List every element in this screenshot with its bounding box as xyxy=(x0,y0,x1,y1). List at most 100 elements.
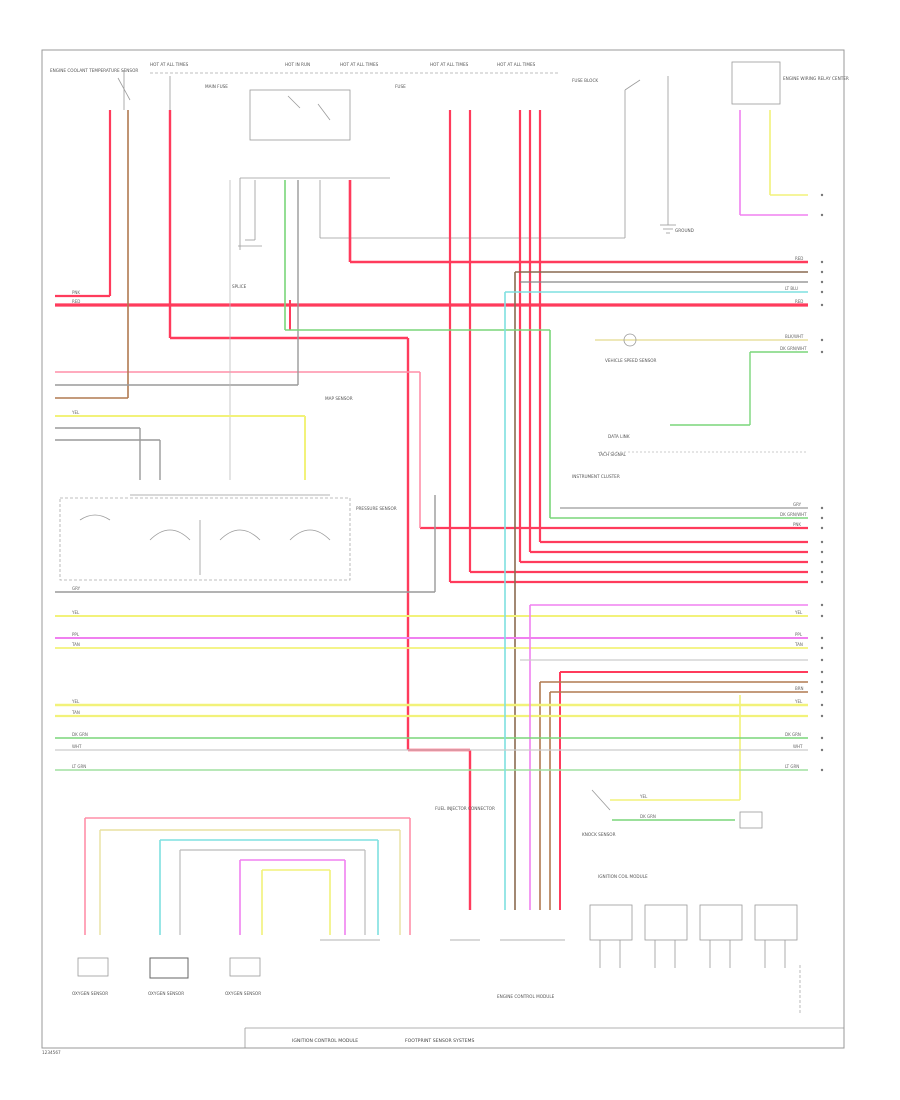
wire-label: WHT xyxy=(793,744,803,749)
wire-label: GRY xyxy=(793,502,802,507)
terminal-dot xyxy=(820,526,824,530)
terminal-dot xyxy=(820,646,824,650)
terminal-dot xyxy=(820,280,824,284)
wire-label: YEL xyxy=(639,794,648,799)
terminal-dot xyxy=(820,338,824,342)
wire-label: PPL xyxy=(795,632,803,637)
terminal-dot xyxy=(820,350,824,354)
component-label: HOT AT ALL TIMES xyxy=(497,62,536,67)
wire-label: YEL xyxy=(794,610,803,615)
wire-label: TAN xyxy=(794,642,803,647)
relay-module-block: PRESSURE SENSOR MAP SENSOR xyxy=(59,396,397,581)
wire-label: YEL xyxy=(71,410,80,415)
component-label: FUSE BLOCK xyxy=(572,78,598,83)
terminal-dot xyxy=(820,540,824,544)
terminal-dot xyxy=(820,570,824,574)
component-label: HOT AT ALL TIMES xyxy=(430,62,469,67)
terminal-dot xyxy=(820,290,824,294)
wire-label: BLK/WHT xyxy=(785,334,804,339)
terminal-dot xyxy=(820,506,824,510)
component-label: FUSE xyxy=(395,84,406,89)
instrument-cluster: VEHICLE SPEED SENSOR DATA LINK TACH SIGN… xyxy=(572,333,657,479)
ecm-connectors: ENGINE CONTROL MODULE FUEL INJECTOR CONN… xyxy=(320,806,565,999)
wire-label: WHT xyxy=(72,744,82,749)
diagram-frame xyxy=(41,49,845,1049)
wire-harness xyxy=(55,110,808,935)
component-label: INSTRUMENT CLUSTER xyxy=(572,474,620,479)
wire-label: RED xyxy=(72,299,80,304)
ignition-coil-modules: IGNITION COIL MODULE xyxy=(589,874,801,1015)
wire-label: PNK xyxy=(72,290,80,295)
wire-label: LT GRN xyxy=(785,764,799,769)
terminal-dot xyxy=(820,670,824,674)
component-label: HOT AT ALL TIMES xyxy=(340,62,379,67)
component-label: ENGINE COOLANT TEMPERATURE SENSOR xyxy=(50,68,138,73)
wire-label: DK GRN xyxy=(785,732,801,737)
wire-label: DK GRN xyxy=(640,814,656,819)
terminal-dot xyxy=(820,213,824,217)
wire-label: TAN xyxy=(71,710,80,715)
component-label: MAIN FUSE xyxy=(205,84,228,89)
component-label: FUEL INJECTOR CONNECTOR xyxy=(435,806,495,811)
wire-label: YEL xyxy=(71,610,80,615)
caption-right: FOOTPRINT SENSOR SYSTEMS xyxy=(405,1038,474,1044)
top-components xyxy=(117,61,781,250)
wire-label: LT BLU xyxy=(785,286,798,291)
wire-label: PPL xyxy=(72,632,80,637)
terminal-dot xyxy=(820,580,824,584)
terminal-dot xyxy=(820,260,824,264)
wire-label: TAN xyxy=(71,642,80,647)
wire-label: PNK xyxy=(793,522,801,527)
component-label: KNOCK SENSOR xyxy=(582,832,616,837)
terminal-dot xyxy=(820,703,824,707)
component-label: TACH SIGNAL xyxy=(597,452,627,457)
terminal-dot xyxy=(820,768,824,772)
component-label: PRESSURE SENSOR xyxy=(356,506,397,511)
caption-left: IGNITION CONTROL MODULE xyxy=(292,1038,358,1044)
terminal-dot xyxy=(820,736,824,740)
wire-label: RED xyxy=(795,299,803,304)
component-label: OXYGEN SENSOR xyxy=(72,991,108,996)
component-label: HOT AT ALL TIMES xyxy=(150,62,189,67)
terminal-dot xyxy=(820,516,824,520)
component-label: GROUND xyxy=(675,228,694,233)
terminal-dot xyxy=(820,714,824,718)
component-label: OXYGEN SENSOR xyxy=(225,991,261,996)
component-label: IGNITION COIL MODULE xyxy=(598,874,648,879)
terminal-dot xyxy=(820,303,824,307)
terminal-dot xyxy=(820,550,824,554)
wire-labels: RED RED BLK/WHT DK GRN/WHT GRY DK GRN/WH… xyxy=(71,256,807,819)
terminal-dot xyxy=(820,560,824,564)
wire-label: YEL xyxy=(794,699,803,704)
component-label: VEHICLE SPEED SENSOR xyxy=(605,358,657,363)
terminal-dot xyxy=(820,193,824,197)
figure-number: 1234567 xyxy=(42,1050,61,1055)
component-label: SPLICE xyxy=(232,284,247,289)
component-label: OXYGEN SENSOR xyxy=(148,991,184,996)
wire-label: BRN xyxy=(795,686,804,691)
terminal-dot xyxy=(820,603,824,607)
wire-label: DK GRN xyxy=(72,732,88,737)
terminal-dot xyxy=(820,614,824,618)
terminal-dot xyxy=(820,690,824,694)
wire-label: GRY xyxy=(72,586,81,591)
terminal-dot xyxy=(820,270,824,274)
terminal-dot xyxy=(820,748,824,752)
component-label: MAP SENSOR xyxy=(325,396,353,401)
wire-label: DK GRN/WHT xyxy=(780,512,807,517)
wire-label: YEL xyxy=(71,699,80,704)
terminal-dot xyxy=(820,636,824,640)
wire-label: DK GRN/WHT xyxy=(780,346,807,351)
knock-sensor: KNOCK SENSOR xyxy=(582,789,763,837)
component-labels-top: ENGINE COOLANT TEMPERATURE SENSOR HOT AT… xyxy=(50,62,849,289)
wire-label: LT GRN xyxy=(72,764,86,769)
terminal-dot xyxy=(820,680,824,684)
component-label: DATA LINK xyxy=(608,434,630,439)
component-label: HOT IN RUN xyxy=(285,62,310,67)
component-label: ENGINE WIRING RELAY CENTER xyxy=(783,76,849,81)
wire-label: RED xyxy=(795,256,803,261)
terminal-dot xyxy=(820,658,824,662)
bottom-sensors: OXYGEN SENSOR OXYGEN SENSOR OXYGEN SENSO… xyxy=(72,957,261,996)
terminal-markers xyxy=(820,193,824,772)
